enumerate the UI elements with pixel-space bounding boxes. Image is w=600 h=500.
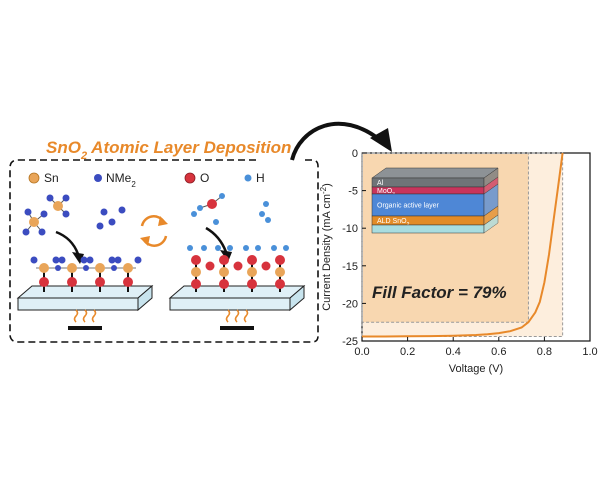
device-layer-label: Al xyxy=(377,180,384,187)
y-tick-label: 0 xyxy=(352,148,358,160)
y-tick-label: -20 xyxy=(342,298,358,310)
voc-jsc-box xyxy=(361,152,564,337)
y-tick-label: -15 xyxy=(342,261,358,273)
adsorb-arrow-right xyxy=(205,226,228,253)
o-legend-icon xyxy=(184,172,196,184)
x-tick-label: 0.2 xyxy=(400,346,415,358)
fill-factor-box xyxy=(361,152,529,323)
cycle-arrows-icon xyxy=(140,215,168,247)
flow-arrowhead xyxy=(370,128,392,152)
diagram-title: SnO2 Atomic Layer Deposition xyxy=(46,138,291,162)
legend-h: H xyxy=(256,171,265,185)
device-layer xyxy=(371,214,499,234)
adsorb-arrow-left xyxy=(55,230,80,255)
surface-sites-left xyxy=(30,256,142,292)
oxidant-molecules xyxy=(191,193,271,225)
y-axis-label: Current Density (mA cm-2) xyxy=(319,183,334,311)
x-tick-label: 0.0 xyxy=(354,346,369,358)
heater-left-icon xyxy=(68,309,102,330)
jv-curve-series xyxy=(362,152,564,338)
sn-precursor-molecules xyxy=(22,194,126,236)
y-tick-label: -10 xyxy=(342,223,358,235)
legend-nme2: NMe2 xyxy=(106,171,136,189)
device-layer: Al xyxy=(371,167,499,188)
flow-arrow xyxy=(290,121,382,161)
h-legend-icon xyxy=(244,174,252,182)
substrate-left xyxy=(16,284,154,312)
y-tick-label: -5 xyxy=(348,186,358,198)
device-layer-label: Organic active layer xyxy=(377,203,440,210)
y-tick-label: -25 xyxy=(342,336,358,348)
x-axis-label: Voltage (V) xyxy=(449,363,503,375)
x-tick-label: 0.4 xyxy=(446,346,461,358)
device-layer: Organic active layer xyxy=(371,183,499,217)
process-frame xyxy=(9,159,319,343)
x-tick-label: 0.6 xyxy=(491,346,506,358)
fill-factor-annotation: Fill Factor = 79% xyxy=(372,283,507,302)
surface-sites-right xyxy=(187,245,289,292)
x-tick-label: 1.0 xyxy=(582,346,597,358)
x-tick-label: 0.8 xyxy=(537,346,552,358)
legend-sn: Sn xyxy=(44,171,59,185)
nme2-legend-icon xyxy=(94,174,102,182)
substrate-right xyxy=(168,284,306,312)
legend-o: O xyxy=(200,171,209,185)
heater-right-icon xyxy=(220,309,254,330)
sn-legend-icon xyxy=(28,172,40,184)
